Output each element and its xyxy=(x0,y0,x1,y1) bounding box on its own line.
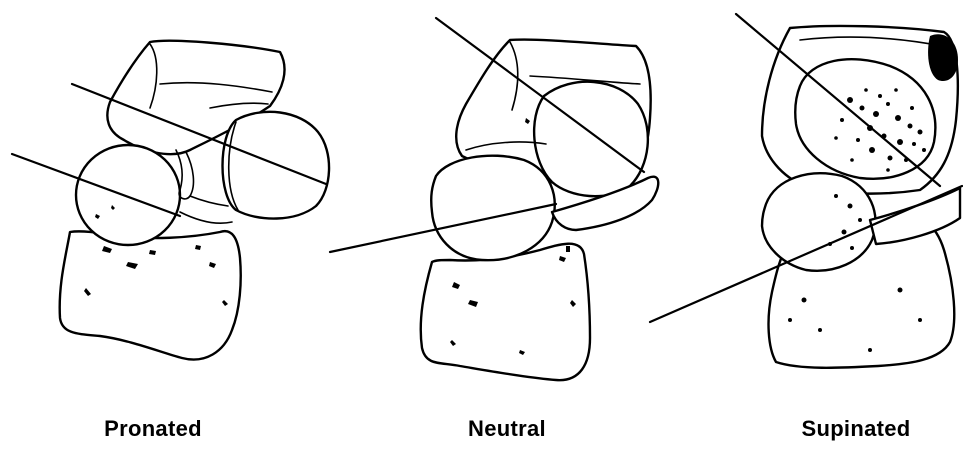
caption-neutral: Neutral xyxy=(468,416,546,442)
supinated-bone-drawing xyxy=(650,14,962,368)
pronated-bone-drawing xyxy=(12,41,329,360)
caption-pronated: Pronated xyxy=(104,416,202,442)
neutral-bone-drawing xyxy=(330,18,658,380)
caption-supinated: Supinated xyxy=(801,416,910,442)
